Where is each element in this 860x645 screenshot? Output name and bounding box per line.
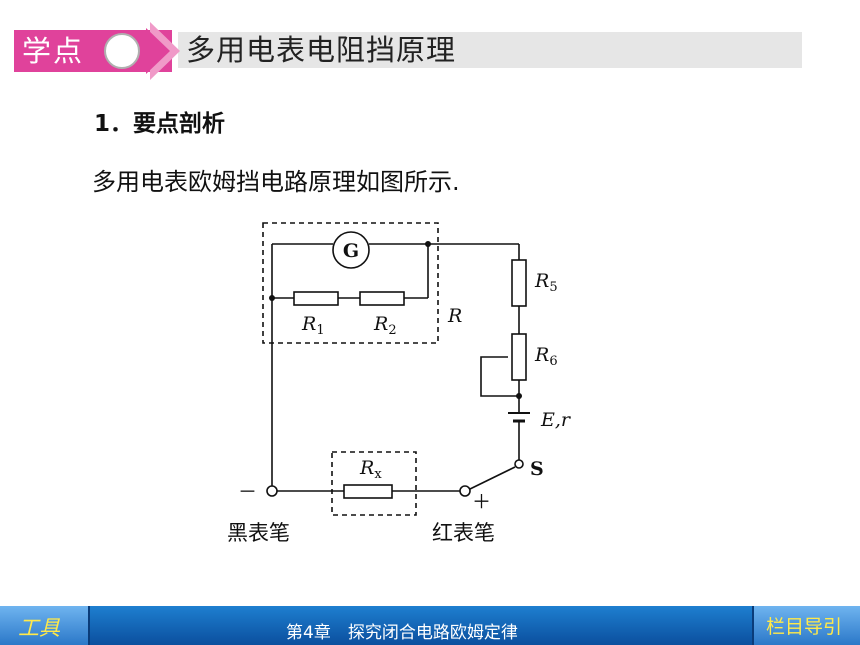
switch-contact bbox=[514, 459, 524, 469]
red-probe-label: 红表笔 bbox=[432, 521, 495, 545]
r5-label: R5 bbox=[534, 270, 558, 295]
tools-button[interactable] bbox=[0, 606, 90, 645]
minus-sign: － bbox=[238, 481, 257, 503]
nav-button[interactable] bbox=[752, 606, 860, 645]
resistor-r5 bbox=[511, 259, 527, 307]
plus-sign: ＋ bbox=[472, 491, 491, 513]
r6-label: R6 bbox=[534, 344, 558, 369]
r-group-label: R bbox=[447, 305, 462, 327]
black-probe-label: 黑表笔 bbox=[227, 521, 290, 545]
switch-label: S bbox=[530, 458, 544, 480]
meter-group-box bbox=[262, 222, 439, 344]
circuit-diagram: G R1 R2 R R5 R6 E,r S Rx － ＋ 黑表笔 红表笔 bbox=[227, 222, 572, 545]
circle-icon bbox=[104, 33, 140, 69]
badge-background bbox=[14, 30, 172, 72]
r2-label: R2 bbox=[373, 313, 397, 338]
arrow-inner-decoration bbox=[146, 28, 170, 74]
footer-bar bbox=[0, 606, 860, 645]
resistor-r2 bbox=[359, 291, 405, 306]
black-terminal bbox=[266, 485, 278, 497]
red-terminal bbox=[459, 485, 471, 497]
galvanometer-label: G bbox=[343, 240, 359, 262]
tools-label[interactable]: 工具 bbox=[18, 616, 60, 640]
chapter-title: 第4章 探究闭合电路欧姆定律 bbox=[286, 623, 518, 643]
page-title: 多用电表电阻挡原理 bbox=[186, 33, 457, 67]
title-banner bbox=[178, 32, 802, 68]
resistor-r6 bbox=[511, 333, 527, 381]
badge-label: 学点 bbox=[22, 34, 85, 68]
rx-label: Rx bbox=[359, 457, 382, 482]
battery-label: E,r bbox=[540, 409, 572, 431]
rx-box bbox=[331, 451, 417, 516]
section-heading: 1．要点剖析 bbox=[94, 111, 226, 137]
body-text: 多用电表欧姆挡电路原理如图所示. bbox=[92, 168, 460, 196]
resistor-r1 bbox=[293, 291, 339, 306]
resistor-rx bbox=[343, 484, 393, 499]
nav-label[interactable]: 栏目导引 bbox=[766, 616, 843, 638]
r1-label: R1 bbox=[301, 313, 325, 338]
galvanometer-icon bbox=[332, 231, 370, 269]
